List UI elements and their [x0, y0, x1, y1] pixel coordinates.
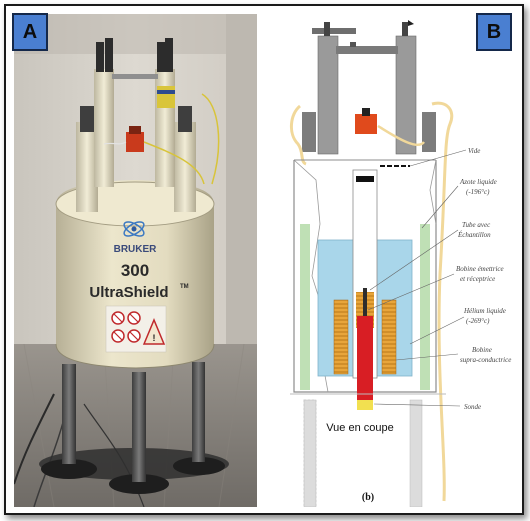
label-vide: Vide: [468, 147, 480, 155]
label-azote-1: Azote liquide: [459, 178, 497, 186]
cross-section-panel: Vide Azote liquide (-196°c) Tube avec Éc…: [260, 14, 518, 507]
photo-panel: BRUKER 300 UltraShield TM !: [14, 14, 257, 507]
label-supra-1: Bobine: [472, 346, 492, 354]
bruker-logo-icon: [123, 221, 145, 237]
panel-divider: [257, 14, 260, 507]
panel-a-badge: A: [12, 13, 48, 51]
label-azote-2: (-196°c): [466, 188, 490, 196]
label-helium-2: (-269°c): [466, 317, 490, 325]
label-helium-1: Hélium liquide: [463, 307, 506, 315]
svg-text:!: !: [153, 333, 156, 343]
panel-b-badge: B: [476, 13, 512, 51]
trademark-mark: TM: [180, 284, 189, 290]
label-supra-2: supra-conductrice: [460, 356, 511, 364]
model-name: UltraShield: [89, 284, 168, 301]
diagram-caption: Vue en coupe: [326, 422, 393, 434]
figure-label: (b): [362, 492, 374, 503]
label-bobine-1: Bobine émettrice: [456, 265, 504, 273]
label-tube-2: Échantillon: [457, 231, 491, 239]
warning-stickers: !: [105, 305, 167, 353]
leader-lines: [367, 149, 467, 407]
spectrometer-photo: BRUKER 300 UltraShield TM !: [14, 14, 257, 507]
model-number: 300: [121, 261, 149, 280]
label-bobine-2: et réceptrice: [460, 275, 495, 283]
label-sonde: Sonde: [464, 403, 481, 411]
figure-frame: BRUKER 300 UltraShield TM !: [4, 4, 524, 515]
label-tube-1: Tube avec: [462, 221, 491, 229]
brand-name: BRUKER: [114, 244, 158, 255]
cross-section-diagram: Vide Azote liquide (-196°c) Tube avec Éc…: [290, 20, 511, 507]
